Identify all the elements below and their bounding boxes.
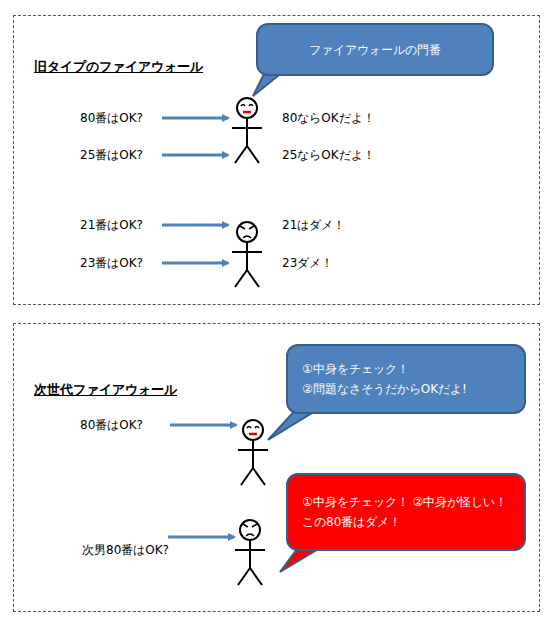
request-arrow bbox=[168, 536, 234, 539]
reply-text: 21はダメ！ bbox=[282, 217, 345, 234]
request-text: 80番はOK? bbox=[80, 110, 143, 127]
panel-title: 次世代ファイアウォール bbox=[34, 381, 177, 399]
reply-text: 80ならOKだよ！ bbox=[282, 110, 375, 127]
request-arrow bbox=[170, 424, 236, 427]
request-text: 23番はOK? bbox=[80, 255, 143, 272]
bubble-text: ①中身をチェック！ ②問題なさそうだからOKだよ! bbox=[302, 359, 510, 399]
request-arrow bbox=[162, 154, 228, 157]
stick-figure-happy bbox=[232, 98, 262, 163]
reply-text: 23ダメ！ bbox=[282, 255, 333, 272]
stick-figure-happy bbox=[238, 420, 268, 485]
bubble-text: ①中身をチェック！ ②中身が怪しい！この80番はダメ！ bbox=[302, 492, 510, 532]
request-text: 21番はOK? bbox=[80, 217, 143, 234]
panel-box: 次世代ファイアウォール ①中身をチェック！ ②問題なさそうだからOKだよ! ①中身を… bbox=[13, 323, 540, 612]
request-arrow bbox=[162, 224, 228, 227]
speech-bubble: ファイアウォールの門番 bbox=[256, 23, 494, 76]
speech-bubble: ①中身をチェック！ ②問題なさそうだからOKだよ! bbox=[286, 344, 526, 414]
bubble-text: ファイアウォールの門番 bbox=[309, 40, 441, 60]
request-text: 25番はOK? bbox=[80, 147, 143, 164]
stick-figure-angry bbox=[235, 520, 265, 585]
panel-title: 旧タイプのファイアウォール bbox=[34, 58, 203, 76]
request-arrows bbox=[162, 118, 236, 537]
request-arrow bbox=[162, 117, 228, 120]
request-text: 次男80番はOK? bbox=[82, 542, 169, 559]
stick-figure-angry bbox=[232, 222, 262, 287]
request-arrow bbox=[162, 262, 228, 265]
reply-text: 25ならOKだよ！ bbox=[282, 147, 375, 164]
request-text: 80番はOK? bbox=[80, 417, 143, 434]
speech-bubble: ①中身をチェック！ ②中身が怪しい！この80番はダメ！ bbox=[286, 473, 526, 551]
